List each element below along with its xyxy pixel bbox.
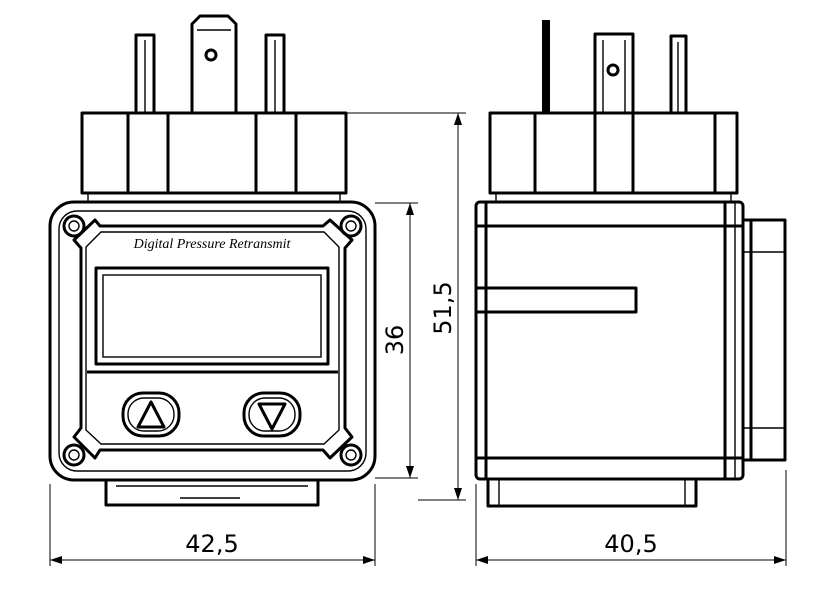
down-button[interactable] [242, 391, 302, 438]
connector-pins [134, 14, 286, 115]
side-housing [474, 200, 745, 481]
up-button[interactable] [121, 391, 181, 438]
brand-label: Digital Pressure Retransmit [133, 237, 292, 252]
dimension-label-width-front: 42,5 [185, 530, 238, 558]
screw-top-left [62, 214, 86, 238]
front-view: Digital Pressure Retransmit [48, 14, 377, 507]
bottom-plug [104, 478, 320, 507]
lcd-display [94, 266, 330, 366]
dimension-label-width-side: 40,5 [604, 530, 657, 558]
connector-block [80, 111, 348, 202]
front-dimensions: 42,5 36 51,5 [49, 112, 466, 566]
side-connector-block [488, 111, 739, 202]
side-connector-pins [542, 20, 688, 115]
screw-bottom-right [339, 443, 363, 467]
screw-top-right [339, 214, 363, 238]
side-bottom-plug [486, 477, 698, 508]
screw-bottom-left [62, 443, 86, 467]
dimension-label-body-height: 36 [381, 325, 409, 356]
dimension-label-total-height: 51,5 [429, 281, 457, 334]
side-bezel [741, 218, 787, 462]
side-dimensions: 40,5 [475, 470, 787, 566]
down-triangle-icon [257, 402, 287, 431]
side-view [474, 20, 787, 508]
up-triangle-icon [136, 400, 166, 429]
